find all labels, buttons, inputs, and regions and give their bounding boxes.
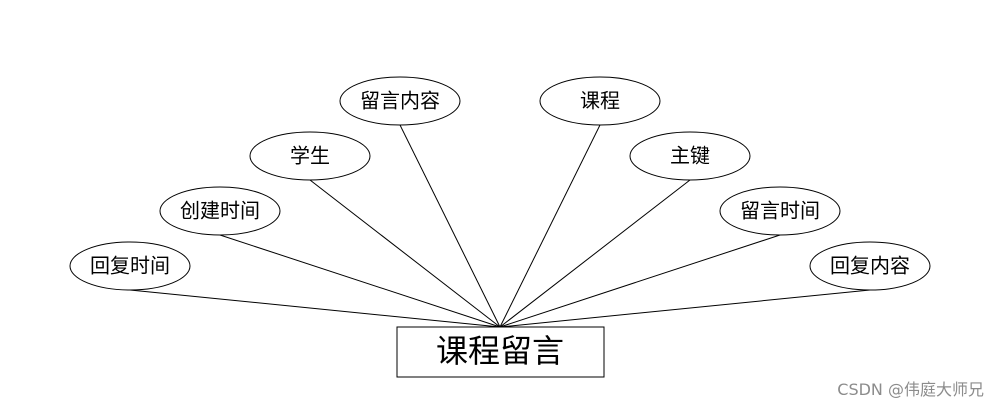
attribute-ellipse: [249, 131, 371, 181]
connector-liuyan-shijian: [499, 234, 781, 328]
attribute-label: 学生: [290, 144, 330, 168]
attribute-label: 课程: [580, 89, 620, 113]
attribute-ellipse: [629, 131, 751, 181]
attribute-label: 留言时间: [740, 199, 820, 223]
connector-huifu-shijian: [129, 289, 501, 328]
entity-box: [396, 326, 605, 378]
connector-huifu-neirong: [499, 289, 871, 328]
connector-liuyan-neirong: [399, 124, 501, 328]
watermark-text: CSDN @伟庭大师兄: [837, 380, 984, 399]
attribute-liuyan-shijian: 留言时间: [719, 186, 841, 236]
attribute-ellipse: [539, 76, 661, 126]
entity-label: 课程留言: [436, 332, 564, 370]
attribute-label: 留言内容: [360, 89, 440, 113]
connector-kecheng: [499, 124, 601, 328]
attribute-label: 主键: [670, 144, 710, 168]
attribute-kecheng: 课程: [539, 76, 661, 126]
attribute-ellipse: [809, 241, 931, 291]
connector-chuangjian-shijian: [219, 234, 501, 328]
connector-zhujian: [499, 179, 691, 328]
attribute-ellipse: [339, 76, 461, 126]
attribute-label: 回复时间: [90, 254, 170, 278]
attribute-chuangjian-shijian: 创建时间: [159, 186, 281, 236]
attribute-label: 回复内容: [830, 254, 910, 278]
attribute-label: 创建时间: [180, 199, 260, 223]
entity-kecheng-liuyan: 课程留言: [396, 326, 605, 378]
connector-xuesheng: [309, 179, 501, 328]
attribute-xuesheng: 学生: [249, 131, 371, 181]
attribute-ellipse: [719, 186, 841, 236]
attribute-ellipse: [159, 186, 281, 236]
attribute-zhujian: 主键: [629, 131, 751, 181]
connector-lines: [129, 124, 871, 328]
attribute-ellipse: [69, 241, 191, 291]
attribute-huifu-shijian: 回复时间: [69, 241, 191, 291]
attribute-huifu-neirong: 回复内容: [809, 241, 931, 291]
attribute-liuyan-neirong: 留言内容: [339, 76, 461, 126]
